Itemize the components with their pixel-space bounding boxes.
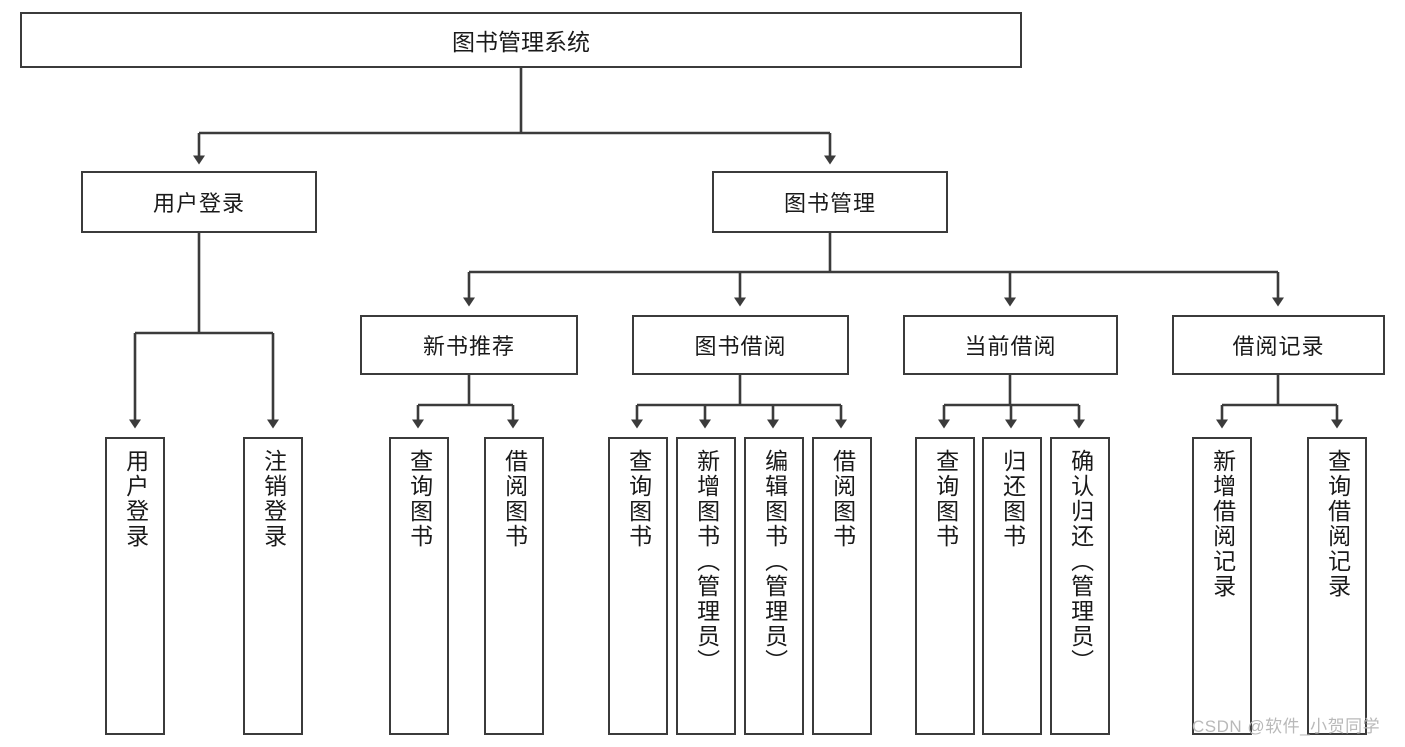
node-label: 图书管理 <box>783 191 876 216</box>
leaf-borrow-edit-book-admin[interactable]: 编辑图书（管理员） <box>744 437 804 735</box>
node-new-book-recommend[interactable]: 新书推荐 <box>360 315 578 375</box>
leaf-record-add-record[interactable]: 新增借阅记录 <box>1192 437 1252 735</box>
leaf-current-query-book[interactable]: 查询图书 <box>915 437 975 735</box>
node-label: 用户登录 <box>152 191 245 216</box>
node-label: 借阅图书 <box>829 449 856 549</box>
node-label: 查询借阅记录 <box>1324 449 1351 599</box>
leaf-recommend-query-book[interactable]: 查询图书 <box>389 437 449 735</box>
node-label: 查询图书 <box>406 449 433 549</box>
leaf-borrow-add-book-admin[interactable]: 新增图书（管理员） <box>676 437 736 735</box>
node-label: 图书借阅 <box>694 334 787 359</box>
leaf-user-login-login[interactable]: 用户登录 <box>105 437 165 735</box>
node-label: 借阅图书 <box>501 449 528 549</box>
node-label: 归还图书 <box>999 449 1026 549</box>
node-user-login[interactable]: 用户登录 <box>81 171 317 233</box>
node-book-borrow[interactable]: 图书借阅 <box>632 315 849 375</box>
node-label: 注销登录 <box>260 449 287 549</box>
leaf-record-query-record[interactable]: 查询借阅记录 <box>1307 437 1367 735</box>
node-label: 新书推荐 <box>422 334 515 359</box>
node-label: 新增图书（管理员） <box>693 449 720 674</box>
node-borrow-record[interactable]: 借阅记录 <box>1172 315 1385 375</box>
leaf-user-login-logout[interactable]: 注销登录 <box>243 437 303 735</box>
node-label: 查询图书 <box>932 449 959 549</box>
node-label: 借阅记录 <box>1232 334 1325 359</box>
node-label: 查询图书 <box>625 449 652 549</box>
leaf-borrow-borrow-book[interactable]: 借阅图书 <box>812 437 872 735</box>
node-label: 用户登录 <box>122 449 149 549</box>
leaf-borrow-query-book[interactable]: 查询图书 <box>608 437 668 735</box>
node-root-system[interactable]: 图书管理系统 <box>20 12 1022 68</box>
node-label: 图书管理系统 <box>452 29 590 55</box>
node-label: 编辑图书（管理员） <box>761 449 788 674</box>
node-label: 确认归还（管理员） <box>1067 449 1094 674</box>
watermark-text: CSDN @软件_小贺同学 <box>1192 717 1381 736</box>
node-label: 新增借阅记录 <box>1209 449 1236 599</box>
leaf-recommend-borrow-book[interactable]: 借阅图书 <box>484 437 544 735</box>
node-current-borrow[interactable]: 当前借阅 <box>903 315 1118 375</box>
leaf-current-confirm-return-admin[interactable]: 确认归还（管理员） <box>1050 437 1110 735</box>
node-book-management[interactable]: 图书管理 <box>712 171 948 233</box>
leaf-current-return-book[interactable]: 归还图书 <box>982 437 1042 735</box>
node-label: 当前借阅 <box>964 334 1057 359</box>
